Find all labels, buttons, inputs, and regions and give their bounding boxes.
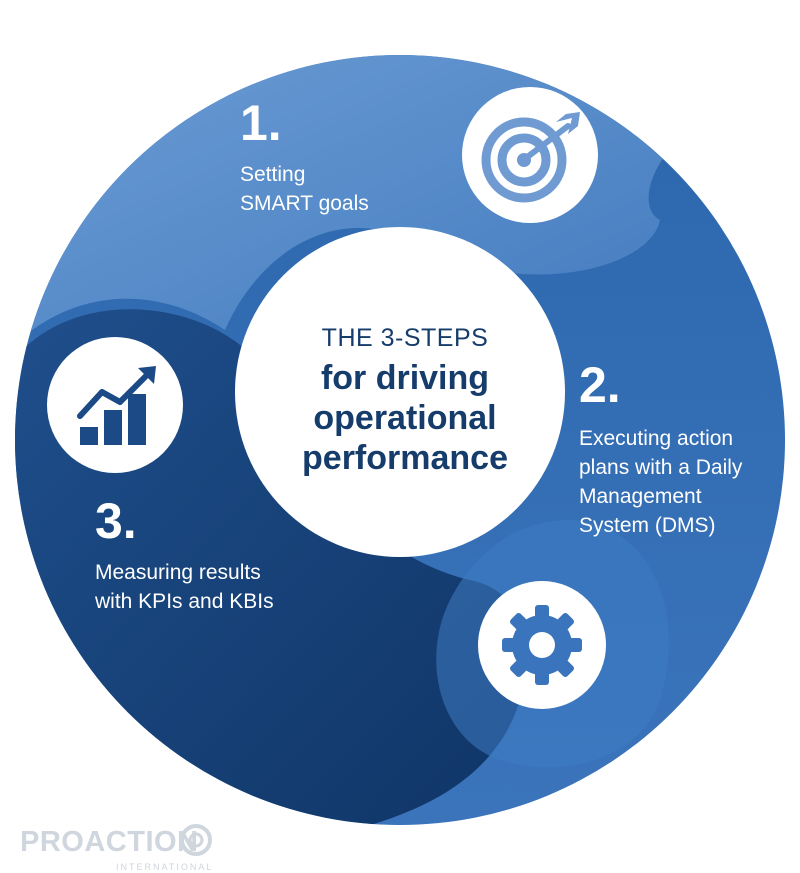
logo-name: PROACTION <box>20 826 199 858</box>
step-2-line-4: System (DMS) <box>579 514 716 537</box>
step-1-line-1: Setting <box>240 163 306 186</box>
center-title-line-3: performance <box>302 439 508 477</box>
center-circle <box>235 227 565 557</box>
logo-mark <box>180 824 212 856</box>
step-2-number: 2. <box>579 357 621 413</box>
step-2-label: Executing action plans with a Daily Mana… <box>579 424 742 540</box>
step-1-label: Setting SMART goals <box>240 160 369 218</box>
step-3-line-2: with KPIs and KBIs <box>95 590 274 613</box>
step-2-line-3: Management <box>579 485 702 508</box>
step-1-number: 1. <box>240 95 282 151</box>
step-3-line-1: Measuring results <box>95 561 261 584</box>
company-logo: PROACTION INTERNATIONAL <box>20 826 211 872</box>
growth-chart-icon <box>47 337 183 473</box>
step-2-line-2: plans with a Daily <box>579 456 743 479</box>
gear-icon <box>478 581 606 709</box>
center-intro: THE 3-STEPS <box>321 324 489 352</box>
step-3-number: 3. <box>95 493 137 549</box>
logo-subtitle: INTERNATIONAL <box>116 862 214 872</box>
center-title-line-2: operational <box>313 399 497 437</box>
step-3-label: Measuring results with KPIs and KBIs <box>95 558 274 616</box>
center-title-line-1: for driving <box>320 359 490 397</box>
step-1-line-2: SMART goals <box>240 192 369 215</box>
step-2-line-1: Executing action <box>579 427 734 450</box>
target-icon <box>462 87 598 223</box>
